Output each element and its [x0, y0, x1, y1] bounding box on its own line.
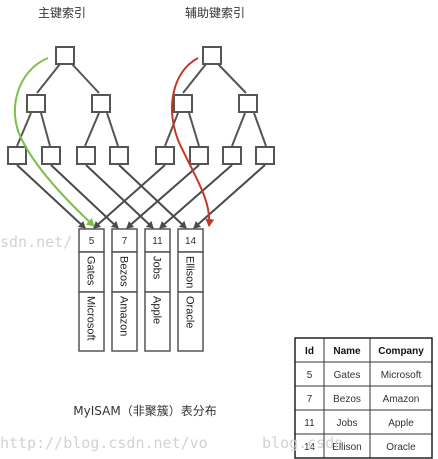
- table-cell: [369, 385, 433, 411]
- watermark-left: sdn.net/: [0, 233, 72, 251]
- primary-lookup-path: [13, 57, 95, 227]
- table-cell-text: Amazon: [383, 394, 420, 405]
- table-cell-text: Gates: [334, 370, 361, 381]
- secondary-root-node: [202, 46, 222, 65]
- data-table: Id Name Company 5 Gates Microsoft 7 Bezos Amazon…: [294, 337, 433, 459]
- record-name-cell: [177, 251, 204, 293]
- table-cell-text: 11: [304, 418, 315, 429]
- table-cell-text: 7: [307, 394, 313, 405]
- secondary-leaf-node-3: [222, 146, 242, 165]
- record-company: Oracle: [184, 296, 196, 328]
- table-header-text: Name: [333, 346, 361, 357]
- secondary-inner-node-left: [173, 94, 193, 113]
- table-cell-text: Apple: [388, 418, 414, 429]
- table-cell-text: Jobs: [336, 418, 357, 429]
- secondary-index-nodes: [155, 46, 275, 165]
- watermark-bottom-right: blog.csdn: [262, 434, 343, 452]
- table-cell: [369, 433, 433, 459]
- table-cell-text: Bezos: [333, 394, 361, 405]
- secondary-index-title: 辅助键索引: [185, 6, 245, 20]
- primary-index-title: 主键索引: [38, 6, 86, 20]
- table-cell-text: Oracle: [386, 442, 416, 453]
- secondary-pointer-arrows: [93, 164, 266, 229]
- table-cell: [294, 385, 325, 411]
- secondary-leaf-node-2: [189, 146, 209, 165]
- primary-index-nodes: [7, 46, 129, 165]
- secondary-leaf-node-1: [155, 146, 175, 165]
- record-company: Microsoft: [85, 296, 97, 341]
- secondary-leaf-node-4: [255, 146, 275, 165]
- record-company: Amazon: [118, 296, 130, 336]
- primary-root-node: [55, 46, 75, 65]
- record-name-cell: [111, 251, 138, 293]
- record-company-cell: [177, 291, 204, 352]
- table-header-cell: [369, 337, 433, 363]
- secondary-index-tree-edges: [164, 63, 267, 147]
- primary-inner-node-right: [91, 94, 111, 113]
- record-company-cell: [111, 291, 138, 352]
- record-name-cell: [78, 251, 105, 293]
- diagram-caption: MyISAM（非聚簇）表分布: [73, 403, 216, 418]
- table-cell-text: Microsoft: [381, 370, 422, 381]
- table-header-text: Company: [378, 346, 424, 357]
- record-name: Ellison: [184, 256, 196, 288]
- record-id: 5: [89, 236, 95, 247]
- primary-leaf-node-2: [41, 146, 61, 165]
- record-name-cell: [144, 251, 171, 293]
- record-name: Jobs: [151, 256, 163, 280]
- primary-leaf-node-4: [109, 146, 129, 165]
- record-company: Apple: [151, 296, 163, 324]
- record-company-cell: [144, 291, 171, 352]
- record-columns: 5GatesMicrosoft7BezosAmazon11JobsApple14…: [78, 228, 204, 352]
- record-company-cell: [78, 291, 105, 352]
- secondary-inner-node-right: [238, 94, 258, 113]
- record-id: 7: [122, 236, 128, 247]
- primary-pointer-arrows: [16, 164, 187, 229]
- table-border: [294, 337, 433, 459]
- record-name: Bezos: [118, 256, 130, 287]
- record-id: 11: [152, 236, 163, 247]
- table-header-text: Id: [305, 346, 314, 357]
- primary-leaf-node-1: [7, 146, 27, 165]
- record-id: 14: [185, 236, 197, 247]
- watermark-bottom: http://blog.csdn.net/vo: [0, 434, 208, 452]
- table-cell-text: 5: [307, 370, 313, 381]
- table-cell-text: 14: [304, 442, 316, 453]
- primary-inner-node-left: [26, 94, 46, 113]
- primary-index-tree-edges: [16, 63, 119, 147]
- table-cell-text: Ellison: [332, 442, 361, 453]
- secondary-lookup-path: [171, 57, 215, 227]
- table-cell: [294, 409, 325, 435]
- record-name: Gates: [85, 256, 97, 286]
- primary-leaf-node-3: [76, 146, 96, 165]
